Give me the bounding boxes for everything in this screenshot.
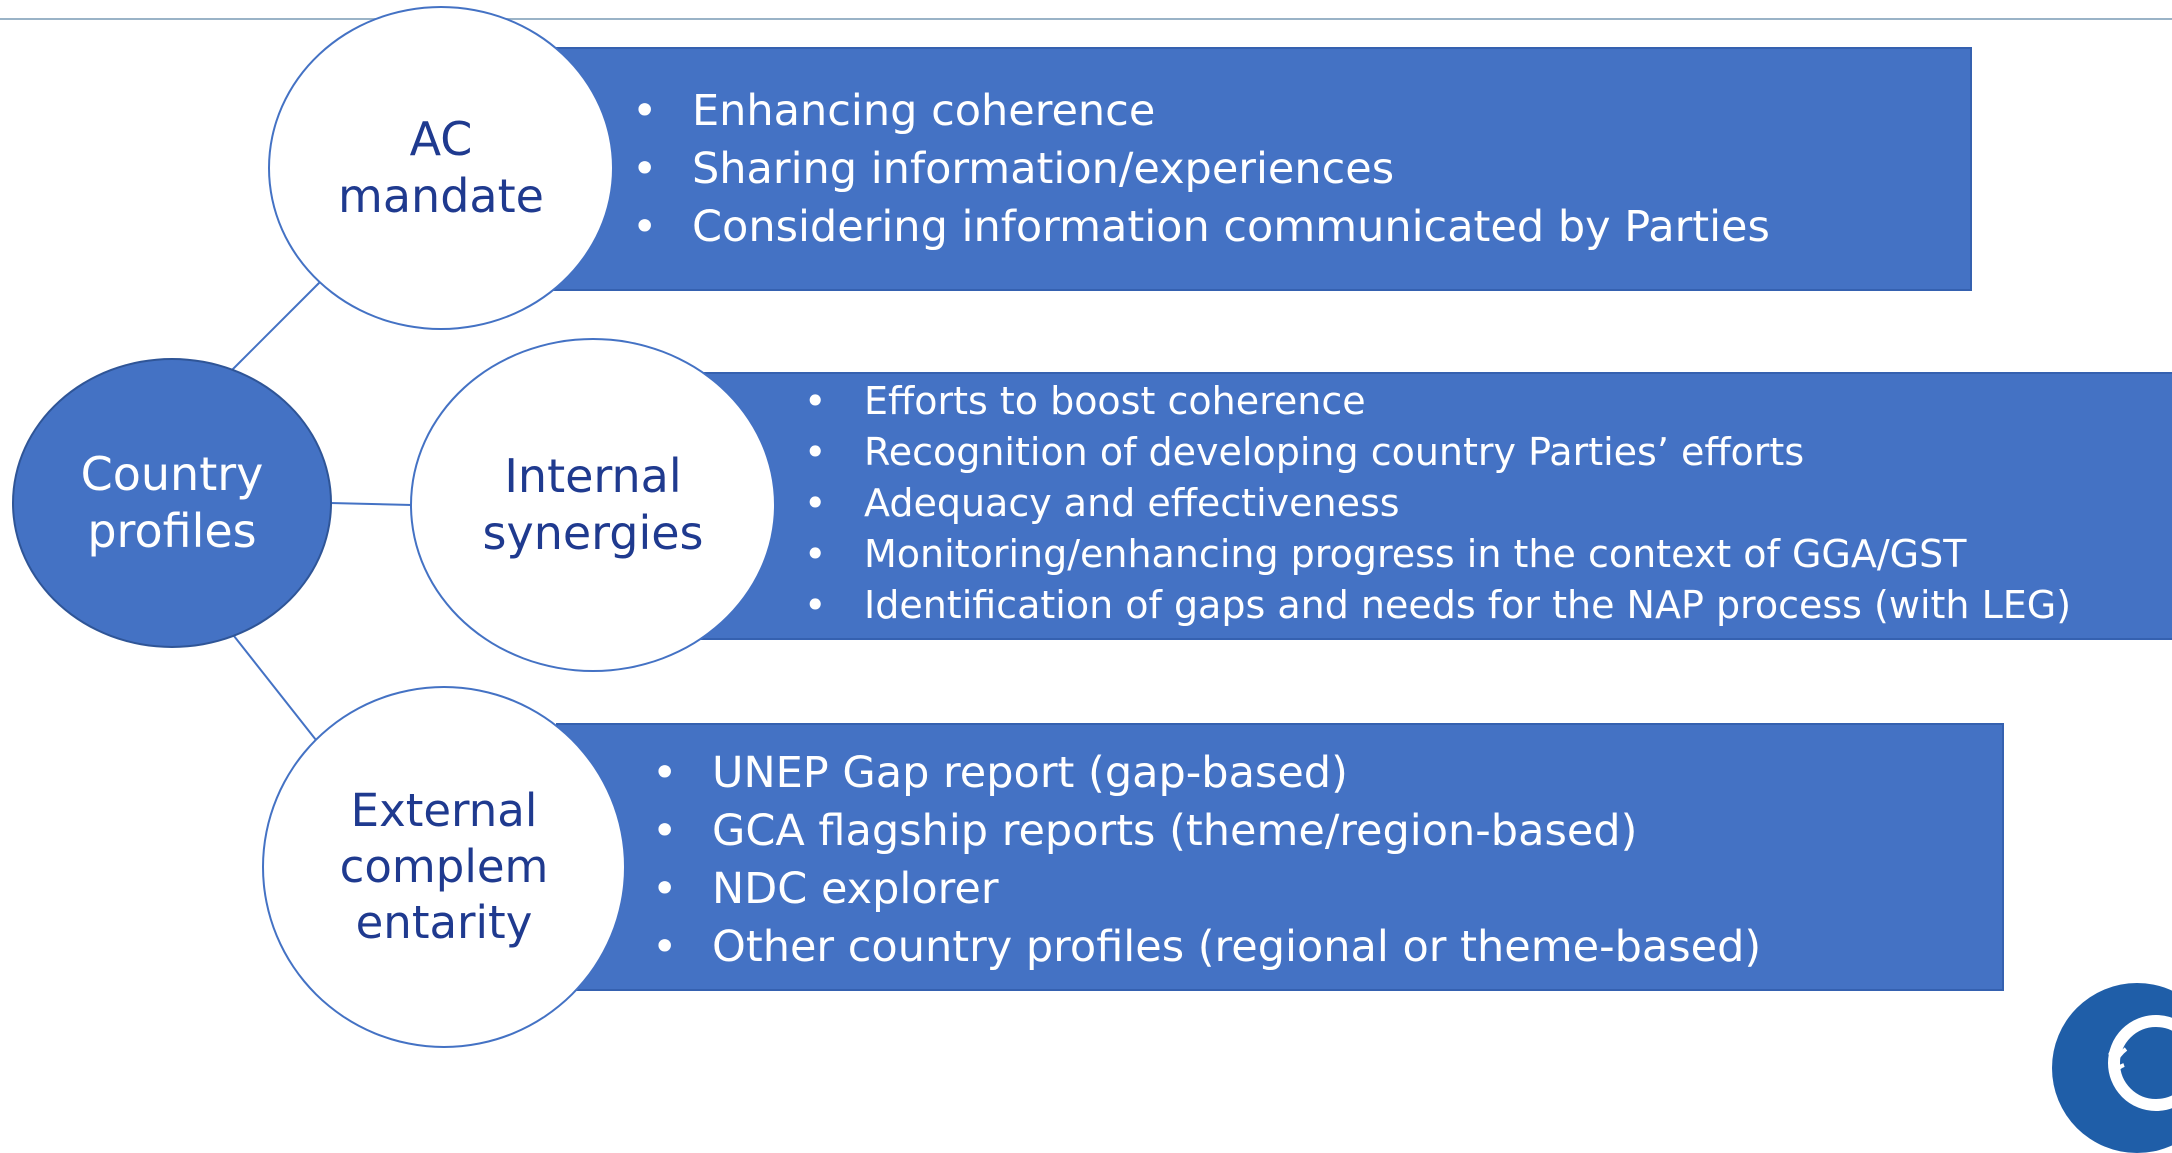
hub-label-line: Country: [80, 446, 264, 501]
list-item: NDC explorer: [652, 860, 1761, 918]
internal-synergies-label-line: Internal: [504, 448, 682, 503]
country-profiles-hub: Country profiles: [12, 358, 332, 648]
connector-hub-to-internal-synergies: [329, 502, 413, 506]
internal-synergies-label-line: synergies: [482, 506, 704, 560]
list-item: Enhancing coherence: [632, 82, 1770, 140]
list-item: Recognition of developing country Partie…: [804, 427, 2071, 478]
internal-synergies-circle: Internal synergies: [410, 338, 776, 672]
external-complementarity-list: UNEP Gap report (gap-based) GCA flagship…: [652, 744, 1761, 976]
connector-lines: [231, 281, 413, 741]
ac-mandate-list: Enhancing coherence Sharing information/…: [632, 82, 1770, 256]
hub-label-line: profiles: [87, 504, 257, 558]
list-item: Efforts to boost coherence: [804, 376, 2071, 427]
ac-mandate-label-line: AC: [409, 111, 473, 166]
top-divider-line: [0, 18, 2172, 20]
unfccc-logo-icon: [2052, 983, 2172, 1153]
list-item: Sharing information/experiences: [632, 140, 1770, 198]
external-complementarity-circle: External complem entarity: [262, 686, 626, 1048]
list-item: GCA flagship reports (theme/region-based…: [652, 802, 1761, 860]
ac-mandate-label-line: mandate: [338, 169, 544, 223]
list-item: UNEP Gap report (gap-based): [652, 744, 1761, 802]
list-item: Identification of gaps and needs for the…: [804, 580, 2071, 631]
list-item: Monitoring/enhancing progress in the con…: [804, 529, 2071, 580]
connector-hub-to-external-complementarity: [233, 635, 317, 741]
list-item: Considering information communicated by …: [632, 198, 1770, 256]
connector-hub-to-ac-mandate: [231, 281, 321, 371]
external-complementarity-label-line: complem: [339, 839, 549, 893]
external-complementarity-label-line: entarity: [355, 896, 533, 950]
ac-mandate-circle: AC mandate: [268, 6, 614, 330]
list-item: Other country profiles (regional or them…: [652, 918, 1761, 976]
internal-synergies-list: Efforts to boost coherence Recognition o…: [804, 376, 2071, 631]
list-item: Adequacy and effectiveness: [804, 478, 2071, 529]
external-complementarity-label-line: External: [350, 783, 538, 837]
